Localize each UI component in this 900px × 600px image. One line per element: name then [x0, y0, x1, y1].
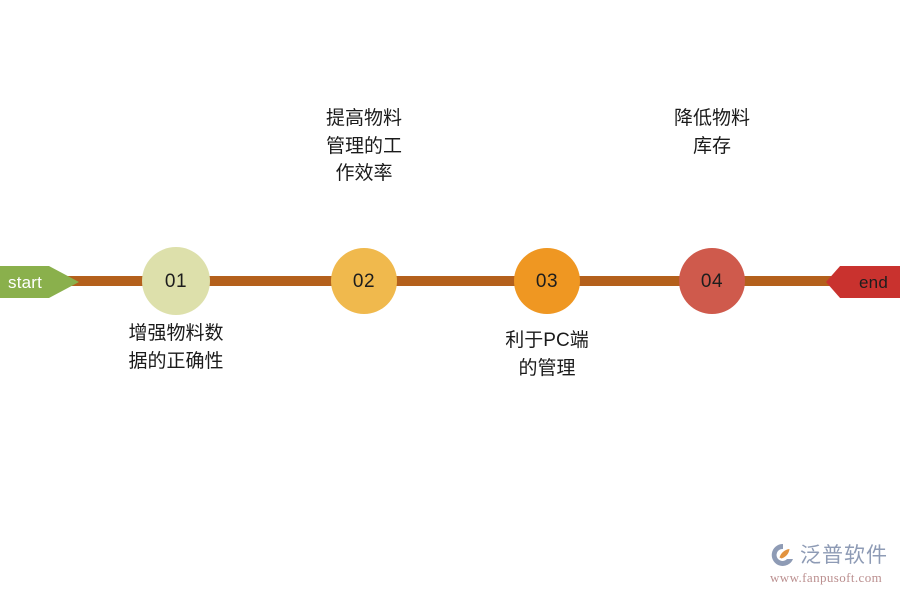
timeline-node-number: 03 — [535, 270, 559, 292]
watermark-brand-text: 泛普软件 — [800, 542, 888, 567]
timeline-node-03[interactable]: 03 — [514, 248, 580, 314]
timeline-caption-04: 降低物料 库存 — [673, 108, 750, 157]
start-marker[interactable]: start — [0, 266, 79, 298]
timeline-rail — [66, 276, 840, 286]
watermark: 泛普软件 www.fanpusoft.com — [770, 536, 896, 590]
timeline-node-number: 01 — [164, 270, 188, 292]
end-marker-label: end — [859, 272, 888, 292]
timeline-caption-01: 增强物料数 据的正确性 — [128, 323, 224, 372]
timeline-caption-03: 利于PC端 的管理 — [505, 330, 589, 379]
watermark-brand-row: 泛普软件 — [770, 542, 888, 568]
timeline-node-number: 02 — [352, 270, 376, 292]
timeline-node-04[interactable]: 04 — [679, 248, 745, 314]
timeline-caption-02: 提高物料 管理的工 作效率 — [325, 108, 402, 185]
watermark-url: www.fanpusoft.com — [770, 570, 883, 585]
fanpu-logo-icon — [771, 543, 793, 566]
start-marker-label: start — [8, 272, 43, 292]
timeline-node-number: 04 — [700, 270, 724, 292]
timeline-node-01[interactable]: 01 — [142, 247, 210, 315]
end-marker[interactable]: end — [826, 266, 900, 298]
timeline-node-02[interactable]: 02 — [331, 248, 397, 314]
